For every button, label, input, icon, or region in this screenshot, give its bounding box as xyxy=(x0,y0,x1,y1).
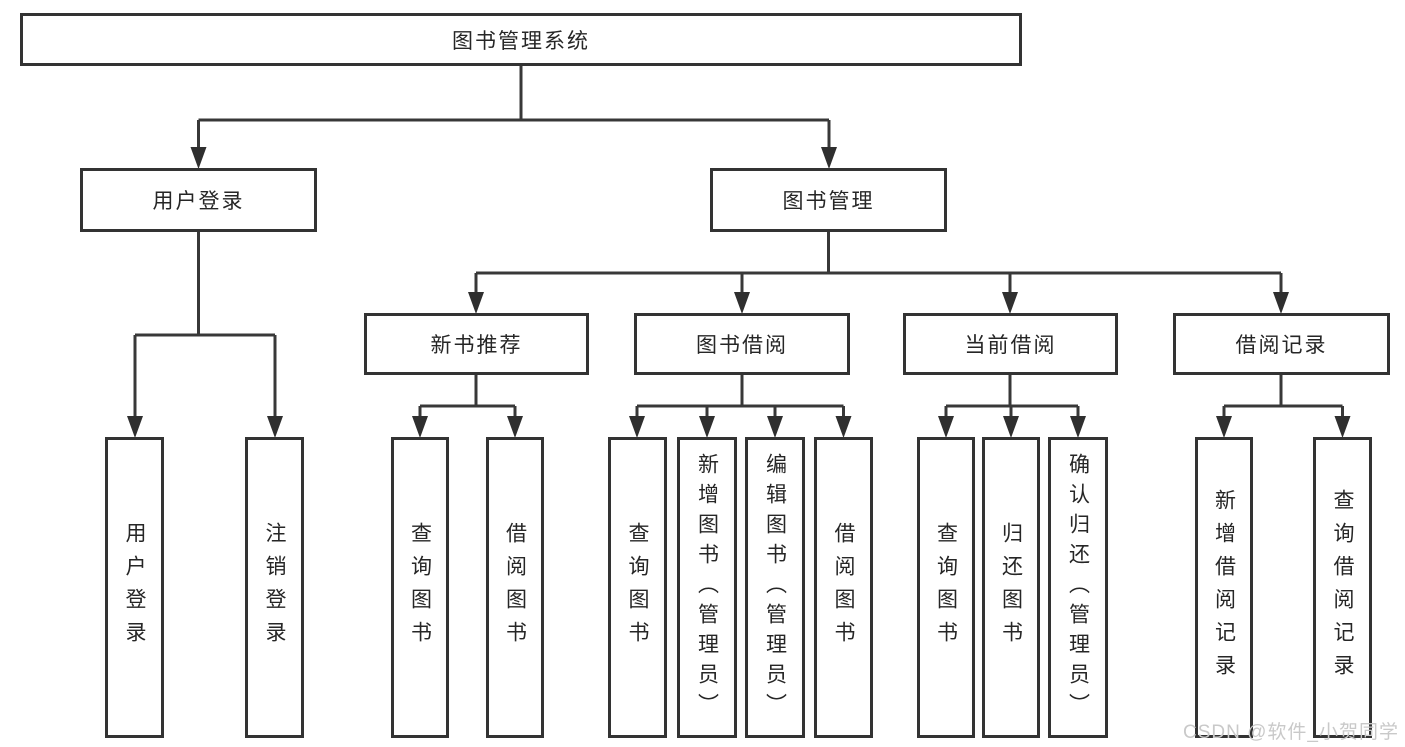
leaf-confirm-return-admin: 确认归还（管理员） xyxy=(1048,437,1108,738)
arrowheads xyxy=(127,147,1351,438)
node-new-book-recommend: 新书推荐 xyxy=(364,313,589,375)
leaf-add-borrow-record: 新增借阅记录 xyxy=(1195,437,1253,738)
node-borrow-records: 借阅记录 xyxy=(1173,313,1390,375)
node-root: 图书管理系统 xyxy=(20,13,1022,66)
leaf-query-books-current: 查询图书 xyxy=(917,437,975,738)
node-book-management-label: 图书管理 xyxy=(782,190,875,213)
leaf-query-borrow-record: 查询借阅记录 xyxy=(1313,437,1372,738)
leaf-borrow-books-recommend: 借阅图书 xyxy=(486,437,544,738)
leaf-query-books-borrow: 查询图书 xyxy=(608,437,667,738)
node-user-login: 用户登录 xyxy=(80,168,317,232)
leaf-logout-label: 注销登录 xyxy=(263,521,286,654)
leaf-confirm-return-admin-label: 确认归还（管理员） xyxy=(1066,452,1090,723)
leaf-user-login-label: 用户登录 xyxy=(123,521,146,654)
node-user-login-label: 用户登录 xyxy=(152,190,245,213)
leaf-query-books-borrow-label: 查询图书 xyxy=(626,521,649,654)
node-root-label: 图书管理系统 xyxy=(452,29,590,53)
node-current-borrow-label: 当前借阅 xyxy=(964,334,1057,357)
leaf-logout: 注销登录 xyxy=(245,437,304,738)
leaf-add-books-admin-label: 新增图书（管理员） xyxy=(695,452,719,723)
leaf-query-books-current-label: 查询图书 xyxy=(934,521,958,654)
leaf-borrow-books: 借阅图书 xyxy=(814,437,873,738)
node-borrow-records-label: 借阅记录 xyxy=(1235,334,1328,357)
leaf-edit-books-admin: 编辑图书（管理员） xyxy=(745,437,805,738)
node-current-borrow: 当前借阅 xyxy=(903,313,1118,375)
leaf-edit-books-admin-label: 编辑图书（管理员） xyxy=(763,452,787,723)
watermark-text: CSDN @软件_小贺同学 xyxy=(1183,722,1399,743)
node-book-borrow-label: 图书借阅 xyxy=(696,334,788,357)
node-book-borrow: 图书借阅 xyxy=(634,313,850,375)
node-book-management: 图书管理 xyxy=(710,168,947,232)
leaf-return-books-label: 归还图书 xyxy=(999,521,1023,654)
leaf-query-books-recommend-label: 查询图书 xyxy=(408,521,432,654)
leaf-user-login: 用户登录 xyxy=(105,437,164,738)
leaf-query-books-recommend: 查询图书 xyxy=(391,437,449,738)
connector-paths xyxy=(133,65,1344,420)
leaf-add-books-admin: 新增图书（管理员） xyxy=(677,437,737,738)
leaf-query-borrow-record-label: 查询借阅记录 xyxy=(1331,488,1354,687)
leaf-borrow-books-label: 借阅图书 xyxy=(832,521,855,654)
node-new-book-recommend-label: 新书推荐 xyxy=(430,334,523,357)
leaf-add-borrow-record-label: 新增借阅记录 xyxy=(1212,488,1236,687)
leaf-borrow-books-recommend-label: 借阅图书 xyxy=(503,521,527,654)
leaf-return-books: 归还图书 xyxy=(982,437,1040,738)
